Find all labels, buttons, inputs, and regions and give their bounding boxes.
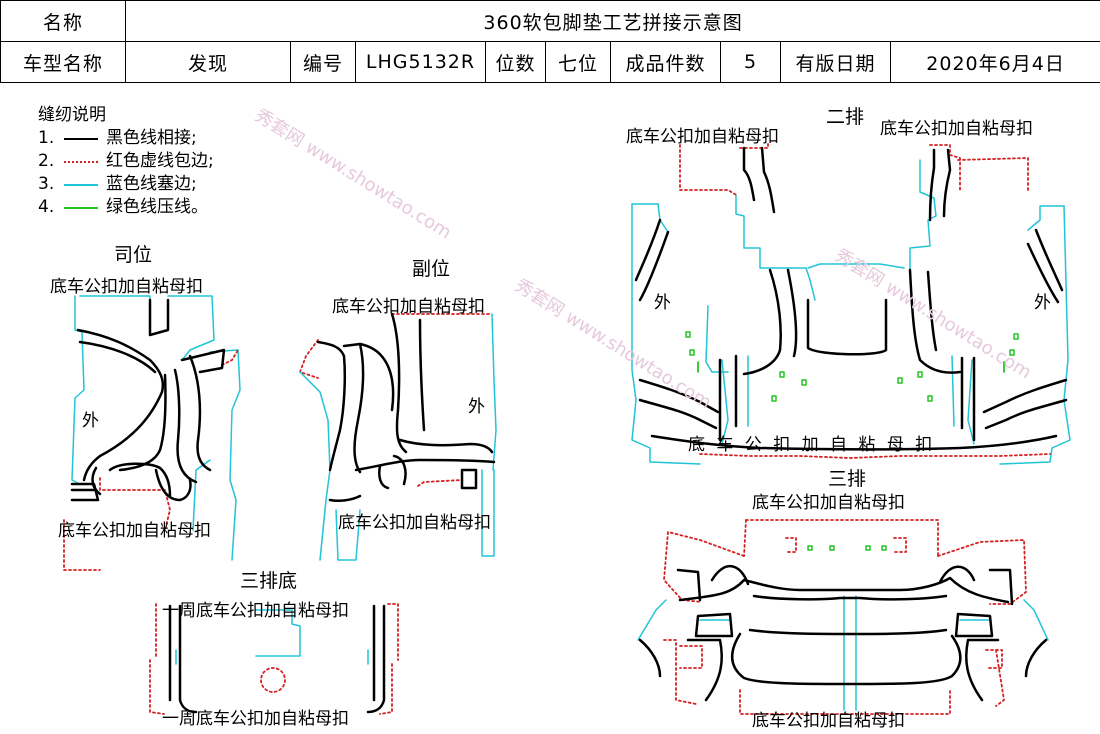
clip-label-row3-bottom-top: 一周底车公扣加自粘母扣	[162, 601, 349, 621]
row2-mat	[631, 143, 1071, 465]
sewing-legend: 缝纫说明 1. 黑色线相接; 2. 红色虚线包边; 3. 蓝色线塞边; 4. 绿…	[38, 104, 214, 219]
pieces-value: 5	[720, 41, 781, 83]
pos-label: 位数	[485, 41, 546, 83]
outer-label-passenger: 外	[468, 397, 485, 417]
red-dotted-swatch	[64, 160, 98, 163]
clip-label-row3-top: 底车公扣加自粘母扣	[752, 493, 905, 513]
row3-mat	[637, 519, 1049, 715]
clip-label-driver-top: 底车公扣加自粘母扣	[50, 277, 203, 297]
legend-item: 3. 蓝色线塞边;	[38, 174, 197, 194]
diagram-title: 360软包脚垫工艺拼接示意图	[124, 0, 1100, 42]
legend-item: 4. 绿色线压线。	[38, 197, 208, 217]
mat-pattern-drawing	[63, 143, 1071, 715]
clip-label-passenger-top: 底车公扣加自粘母扣	[332, 297, 485, 317]
outer-label-row2-left: 外	[654, 293, 671, 313]
passenger-mat	[299, 312, 497, 561]
section-title-driver: 司位	[114, 244, 153, 266]
model-value: 发现	[125, 41, 291, 83]
clip-label-row3-bottom-bottom: 一周底车公扣加自粘母扣	[162, 709, 349, 729]
date-value: 2020年6月4日	[889, 41, 1100, 83]
green-line-swatch	[64, 206, 98, 209]
model-label: 车型名称	[0, 41, 126, 83]
date-label: 有版日期	[780, 41, 891, 83]
row3-bottom-mat	[149, 603, 399, 715]
section-title-passenger: 副位	[412, 258, 451, 280]
driver-mat	[63, 295, 241, 571]
black-line-swatch	[64, 137, 98, 140]
code-label: 编号	[290, 41, 356, 83]
clip-label-row2-left: 底车公扣加自粘母扣	[626, 127, 779, 147]
legend-title: 缝纫说明	[38, 105, 106, 125]
blue-line-swatch	[64, 183, 98, 186]
outer-label-row2-right: 外	[1034, 293, 1051, 313]
header-table: 名称 360软包脚垫工艺拼接示意图 车型名称 发现 编号 LHG5132R 位数…	[0, 0, 1100, 83]
legend-item: 1. 黑色线相接;	[38, 128, 197, 148]
section-title-row3-bottom: 三排底	[240, 570, 298, 592]
outer-label-driver: 外	[82, 411, 99, 431]
pieces-label: 成品件数	[610, 41, 721, 83]
section-title-row3: 三排	[828, 468, 867, 490]
name-label: 名称	[0, 0, 126, 42]
clip-label-row3-bottom: 底车公扣加自粘母扣	[752, 711, 905, 731]
clip-label-row2-right: 底车公扣加自粘母扣	[880, 119, 1033, 139]
section-title-row2: 二排	[826, 106, 865, 128]
legend-item: 2. 红色虚线包边;	[38, 151, 214, 171]
clip-label-driver-bottom: 底车公扣加自粘母扣	[58, 521, 211, 541]
clip-label-row2-bottom: 底 车 公 扣 加 自 粘 母 扣	[688, 435, 936, 455]
clip-label-passenger-bottom: 底车公扣加自粘母扣	[338, 513, 491, 533]
pos-value: 七位	[545, 41, 611, 83]
code-value: LHG5132R	[355, 41, 486, 83]
